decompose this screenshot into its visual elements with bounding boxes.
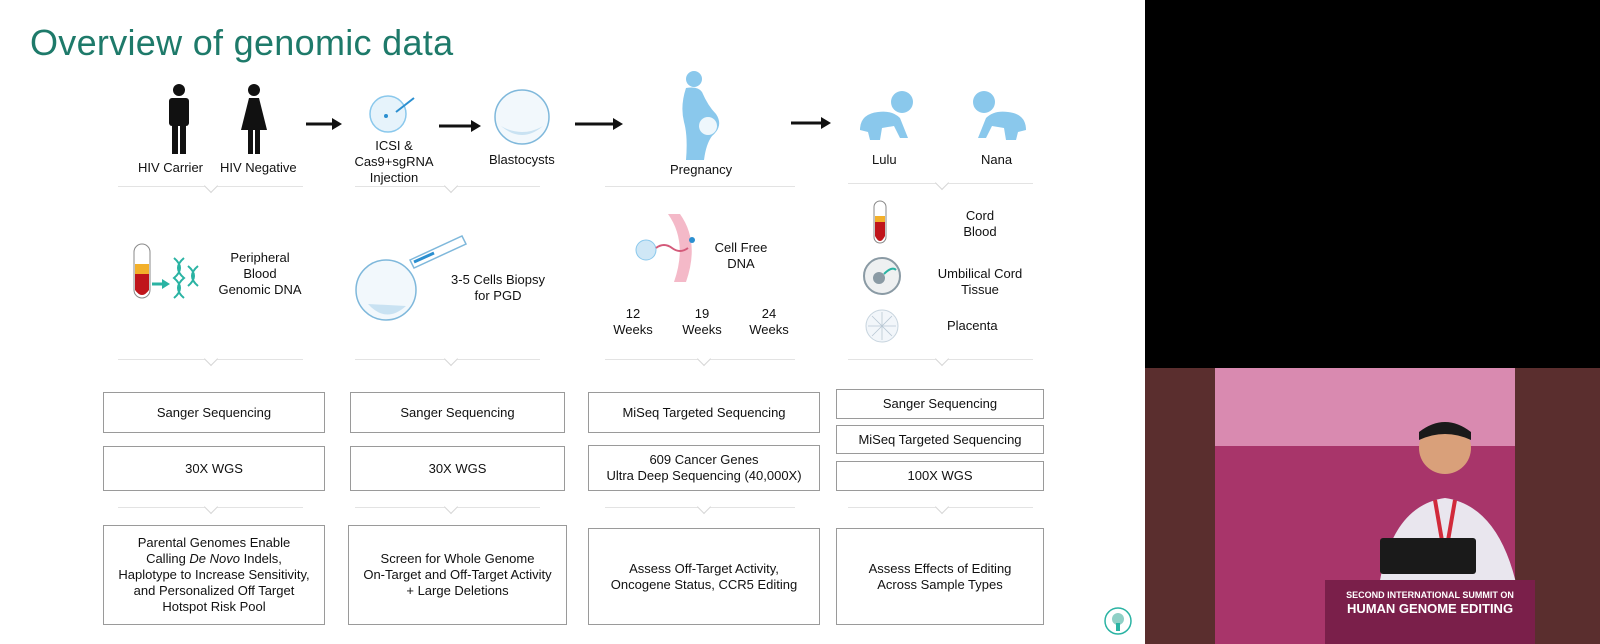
chevron-down-icon [203,351,219,367]
biopsy-pipette-icon [355,235,468,321]
chevron-down-icon [443,499,459,515]
method-miseq-targeted: MiSeq Targeted Sequencing [836,425,1044,454]
chevron-down-icon [934,351,950,367]
icsi-injection-icon [369,95,415,133]
arrow-right-icon [575,118,623,130]
cord-blood-tube-icon [873,200,887,244]
speaker-video: SECOND INTERNATIONAL SUMMIT ON HUMAN GEN… [1145,368,1600,644]
method-609-cancer-genes: 609 Cancer Genes Ultra Deep Sequencing (… [588,445,820,491]
chevron-down-icon [443,178,459,194]
slide-title: Overview of genomic data [30,22,454,63]
arrow-right-icon [791,117,831,129]
goal-off-target-activity: Assess Off-Target Activity, Oncogene Sta… [588,528,820,625]
arrow-right-icon [306,118,342,130]
laptop [1380,538,1476,574]
chevron-down-icon [203,178,219,194]
placenta-icon [865,309,899,343]
blood-tube-dna-icon [133,243,199,299]
goal-parental-genomes: Parental Genomes Enable Calling De Novo … [103,525,325,625]
divider [605,186,795,187]
umbilical-cord-icon [863,257,901,295]
week-label: 24 Weeks [749,306,789,337]
chevron-down-icon [934,175,950,191]
week-label: 12 Weeks [613,306,653,337]
pregnant-woman-icon [682,71,720,160]
method-sanger-sequencing: Sanger Sequencing [836,389,1044,419]
goal-editing-effects: Assess Effects of Editing Across Sample … [836,528,1044,625]
icsi-label: ICSI & Cas9+sgRNA Injection [354,138,434,185]
method-30x-wgs: 30X WGS [350,446,565,491]
goal-whole-genome-screen: Screen for Whole Genome On-Target and Of… [348,525,567,625]
baby-nana-icon [973,91,1026,140]
method-miseq-targeted: MiSeq Targeted Sequencing [588,392,820,433]
chevron-down-icon [696,499,712,515]
pregnancy-label: Pregnancy [670,162,733,177]
baby-lulu-icon [860,91,913,140]
chevron-down-icon [443,351,459,367]
cell-free-dna-icon [635,214,695,282]
blastocysts-label: Blastocysts [489,152,555,167]
method-sanger-sequencing: Sanger Sequencing [350,392,565,433]
nana-label: Nana [981,152,1013,167]
lulu-label: Lulu [872,152,897,167]
blastocyst-icon [494,89,550,145]
chevron-down-icon [203,499,219,515]
summit-title-panel: SECOND INTERNATIONAL SUMMIT ON HUMAN GEN… [1325,580,1535,644]
method-sanger-sequencing: Sanger Sequencing [103,392,325,433]
chevron-down-icon [696,351,712,367]
hiv-negative-label: HIV Negative [220,160,297,175]
method-30x-wgs: 30X WGS [103,446,325,491]
method-100x-wgs: 100X WGS [836,461,1044,491]
institution-logo-icon [1104,607,1132,635]
arrow-right-icon [439,120,481,132]
male-person-icon [169,84,189,154]
cord-blood-label: Cord Blood [963,208,997,239]
slide: Overview of genomic data HIV Carrier HIV… [0,0,1145,644]
week-label: 19 Weeks [682,306,722,337]
placenta-label: Placenta [947,318,998,333]
biopsy-label: 3-5 Cells Biopsy for PGD [451,272,545,303]
chevron-down-icon [934,499,950,515]
hiv-carrier-label: HIV Carrier [138,160,204,175]
cell-free-dna-label: Cell Free DNA [714,240,768,271]
peripheral-blood-label: Peripheral Blood Genomic DNA [218,250,302,297]
female-person-icon [241,84,267,154]
umbilical-cord-label: Umbilical Cord Tissue [937,266,1023,297]
